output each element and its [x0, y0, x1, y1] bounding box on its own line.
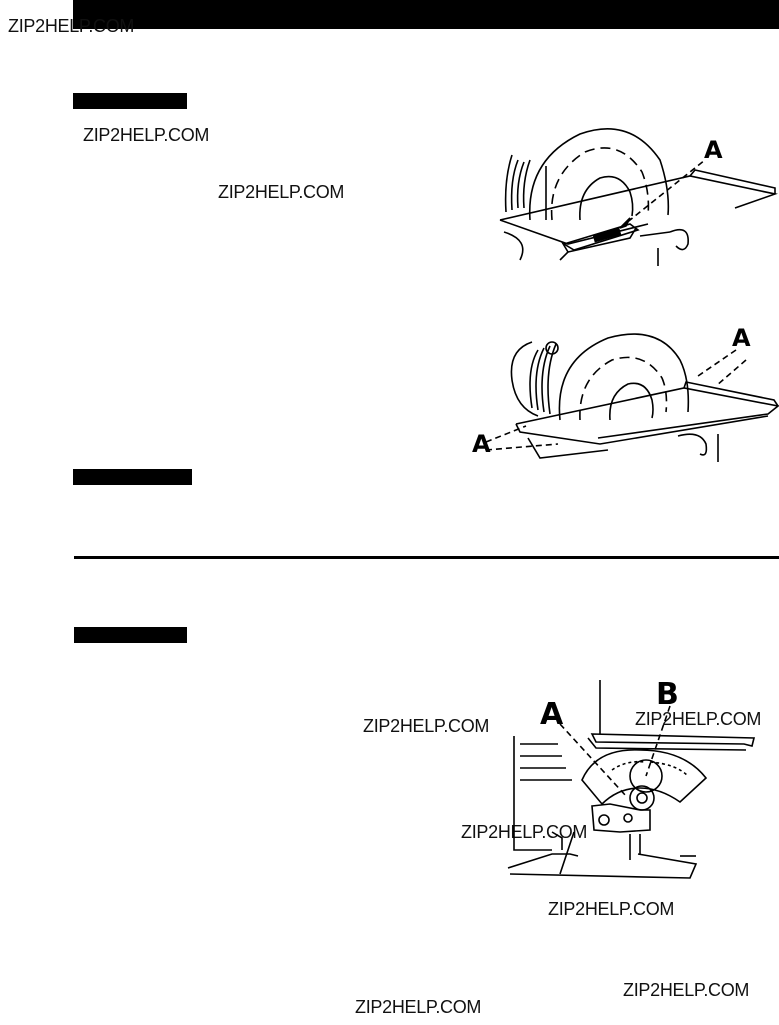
watermark-text: ZIP2HELP.COM	[363, 716, 490, 736]
figure-bevel-scale: A B	[507, 677, 756, 879]
section-divider	[74, 556, 779, 559]
section-label-bar	[73, 93, 187, 109]
callout-label: A	[472, 430, 491, 458]
watermark-text: ZIP2HELP.COM	[623, 980, 750, 1000]
watermark-text: ZIP2HELP.COM	[218, 182, 345, 202]
callout-label: A	[540, 697, 564, 732]
watermark-text: ZIP2HELP.COM	[8, 16, 135, 36]
figure-saw-table-insert: A	[499, 127, 778, 266]
callout-label: A	[704, 136, 723, 164]
callout-label: B	[656, 677, 679, 712]
watermark-text: ZIP2HELP.COM	[461, 822, 588, 842]
section-label-bar	[73, 469, 192, 485]
callout-label: A	[732, 324, 751, 352]
watermark-text: ZIP2HELP.COM	[635, 709, 762, 729]
figure-blade-alignment: A A	[472, 324, 779, 462]
section-label-bar	[74, 627, 187, 643]
watermark-text: ZIP2HELP.COM	[83, 125, 210, 145]
header-bar	[73, 0, 779, 29]
watermark-text: ZIP2HELP.COM	[548, 899, 675, 919]
watermark-text: ZIP2HELP.COM	[355, 997, 482, 1017]
